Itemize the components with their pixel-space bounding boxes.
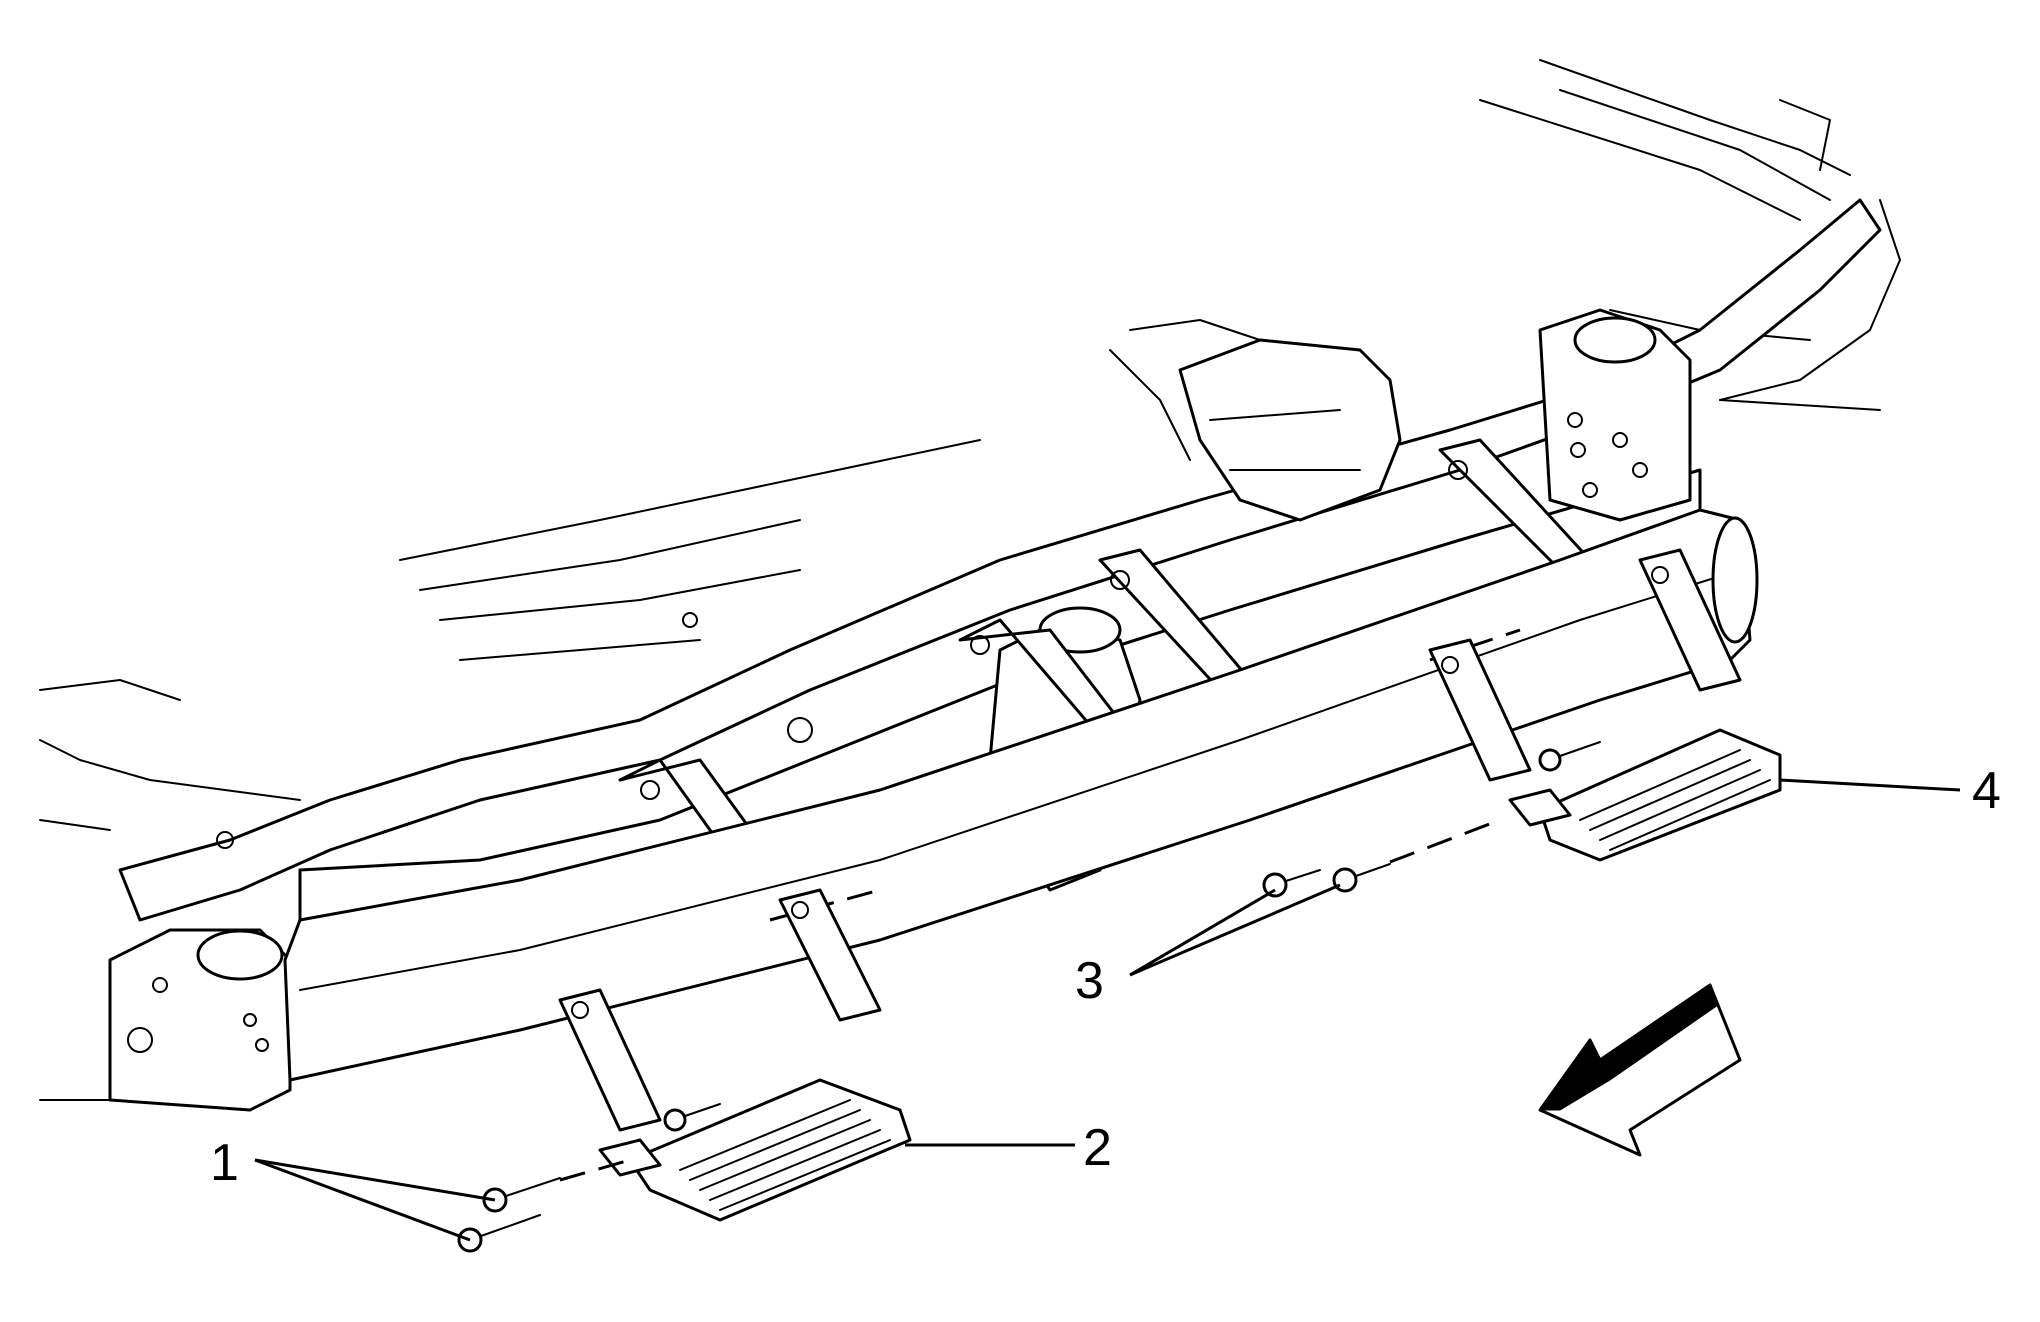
front-direction-arrow-icon: [1538, 983, 1742, 1157]
callout-2: 2: [1083, 1119, 1112, 1177]
callout-4: 4: [1972, 762, 2001, 820]
front-step-pad: [598, 1078, 912, 1222]
assist-tube: [283, 508, 1759, 1082]
frame-crossmember: [1178, 338, 1402, 522]
callout-3: 3: [1075, 952, 1104, 1010]
step-pad-hangers: [558, 548, 1742, 1132]
bolts-rear: [1262, 741, 1601, 898]
body-mount-front: [108, 928, 292, 1112]
callout-labels: 1 2 3 4: [210, 762, 2001, 1192]
body-mount-rear: [1538, 308, 1692, 522]
callout-leaders: [254, 778, 1961, 1242]
rear-step-pad: [1508, 728, 1782, 862]
callout-1: 1: [210, 1134, 239, 1192]
